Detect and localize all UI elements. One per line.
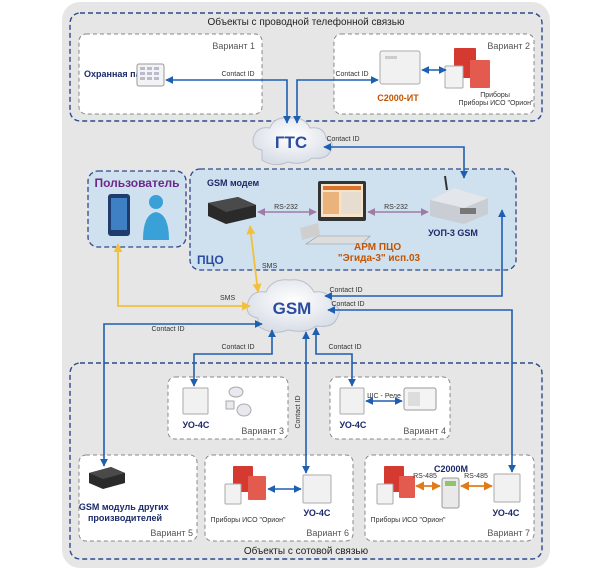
uo4s-device-icon [302, 474, 332, 504]
contact-id-gsm-v7: Contact ID [331, 301, 364, 308]
gts-label: ГТС [275, 133, 307, 152]
link-modem-gsm-sms [246, 225, 262, 293]
contact-id-gsm-v3: Contact ID [221, 344, 254, 351]
rs232-left: RS-232 [274, 204, 298, 211]
link-gsm-v4 [312, 327, 356, 387]
shs-relay-label: ШС - Реле [367, 393, 401, 400]
s2000-it-label: С2000-ИТ [377, 93, 419, 103]
uo4s-device-icon [493, 473, 521, 503]
rs485-label-left: RS-485 [413, 473, 437, 480]
uo4s-v3-label: УО-4С [183, 420, 210, 430]
link-gts-uop3 [323, 143, 468, 179]
variant-7-label: Вариант 7 [487, 528, 530, 538]
rs485-label-right: RS-485 [464, 473, 488, 480]
orion-devices-icon [224, 466, 266, 505]
variant-1-label: Вариант 1 [212, 41, 255, 51]
gsm-modem-icon [208, 197, 256, 224]
variant-3-box: Вариант 3 УО-4С [167, 376, 289, 440]
sms-label-modem: SMS [262, 263, 278, 270]
uo4s-v7-label: УО-4С [493, 508, 520, 518]
variant-3-label: Вариант 3 [241, 426, 284, 436]
gts-cloud: ГТС [252, 117, 333, 166]
contact-id-v2: Contact ID [335, 71, 368, 78]
link-gsm-v5 [100, 320, 263, 467]
uop3-gsm-label: УОП-3 GSM [428, 228, 478, 238]
rs232-right: RS-232 [384, 204, 408, 211]
control-panel-icon [403, 387, 437, 411]
contact-id-v1: Contact ID [221, 71, 254, 78]
smartphone-icon [108, 194, 130, 236]
contact-id-uop-gsm: Contact ID [329, 287, 362, 294]
user-title: Пользователь [94, 176, 179, 190]
link-v2-gts [293, 76, 379, 124]
cellular-group-title: Объекты с сотовой связью [244, 545, 369, 557]
uo4s-device-icon [182, 387, 209, 415]
gsm-modem-label: GSM модем [207, 178, 260, 188]
s2000m-keypad-icon [441, 477, 460, 509]
orion-devices-v2-label: Приборы Приборы ИСО "Орион" [459, 91, 534, 107]
pco-title: ПЦО [197, 253, 224, 267]
link-v1-gts [165, 76, 291, 124]
gsm-label: GSM [273, 299, 312, 318]
person-icon [143, 195, 169, 240]
uo4s-device-icon [339, 387, 365, 415]
s2000m-label: С2000М [434, 464, 468, 474]
variant-4-box: Вариант 4 УО-4С ШС - Реле [329, 376, 451, 440]
s2000-it-device-icon [379, 50, 421, 85]
link-user-gsm-sms [113, 243, 251, 311]
contact-id-gsm-v4: Contact ID [328, 344, 361, 351]
user-box: Пользователь [87, 170, 187, 248]
variant-2-label: Вариант 2 [487, 41, 530, 51]
orion-devices-v6-label: Приборы ИСО "Орион" [211, 516, 286, 524]
orion-devices-v7-label: Приборы ИСО "Орион" [371, 516, 446, 524]
variant-6-label: Вариант 6 [306, 528, 349, 538]
contact-id-gsm-v5: Contact ID [151, 326, 184, 333]
link-uop-gsm [324, 209, 506, 300]
variant-2-box: Вариант 2 С2000-ИТ Приборы Приборы ИСО "… [333, 33, 535, 115]
uo4s-v6-label: УО-4С [304, 508, 331, 518]
keypad-icon [136, 63, 165, 87]
uo4s-v4-label: УО-4С [340, 420, 367, 430]
variant-5-box: Вариант 5 GSM модуль других производител… [78, 454, 198, 542]
sms-label-user: SMS [220, 295, 236, 302]
wired-objects-group: Объекты с проводной телефонной связью [69, 12, 543, 122]
contact-id-gts-uop: Contact ID [326, 136, 359, 143]
orion-devices-icon [444, 48, 490, 89]
link-gsm-v7 [327, 306, 516, 473]
variant-4-label: Вариант 4 [403, 426, 446, 436]
variant-5-label: Вариант 5 [150, 528, 193, 538]
gsm-other-label: GSM модуль других производителей [79, 502, 171, 523]
variant-6-box: Вариант 6 Приборы ИСО "Орион" УО-4С [204, 454, 354, 542]
variant-7-box: Вариант 7 Приборы ИСО "Орион" С2000М УО-… [364, 454, 535, 542]
wired-group-title: Объекты с проводной телефонной связью [208, 16, 405, 28]
security-panel-label: Охранная панель [84, 69, 163, 79]
gsm-module-icon [89, 467, 125, 489]
contact-id-gsm-v6: Contact ID [295, 395, 302, 428]
pco-box: ПЦО GSM модем АРМ ПЦО "Эгида-3" исп.03 У… [189, 168, 517, 271]
link-gsm-v3 [190, 329, 276, 387]
